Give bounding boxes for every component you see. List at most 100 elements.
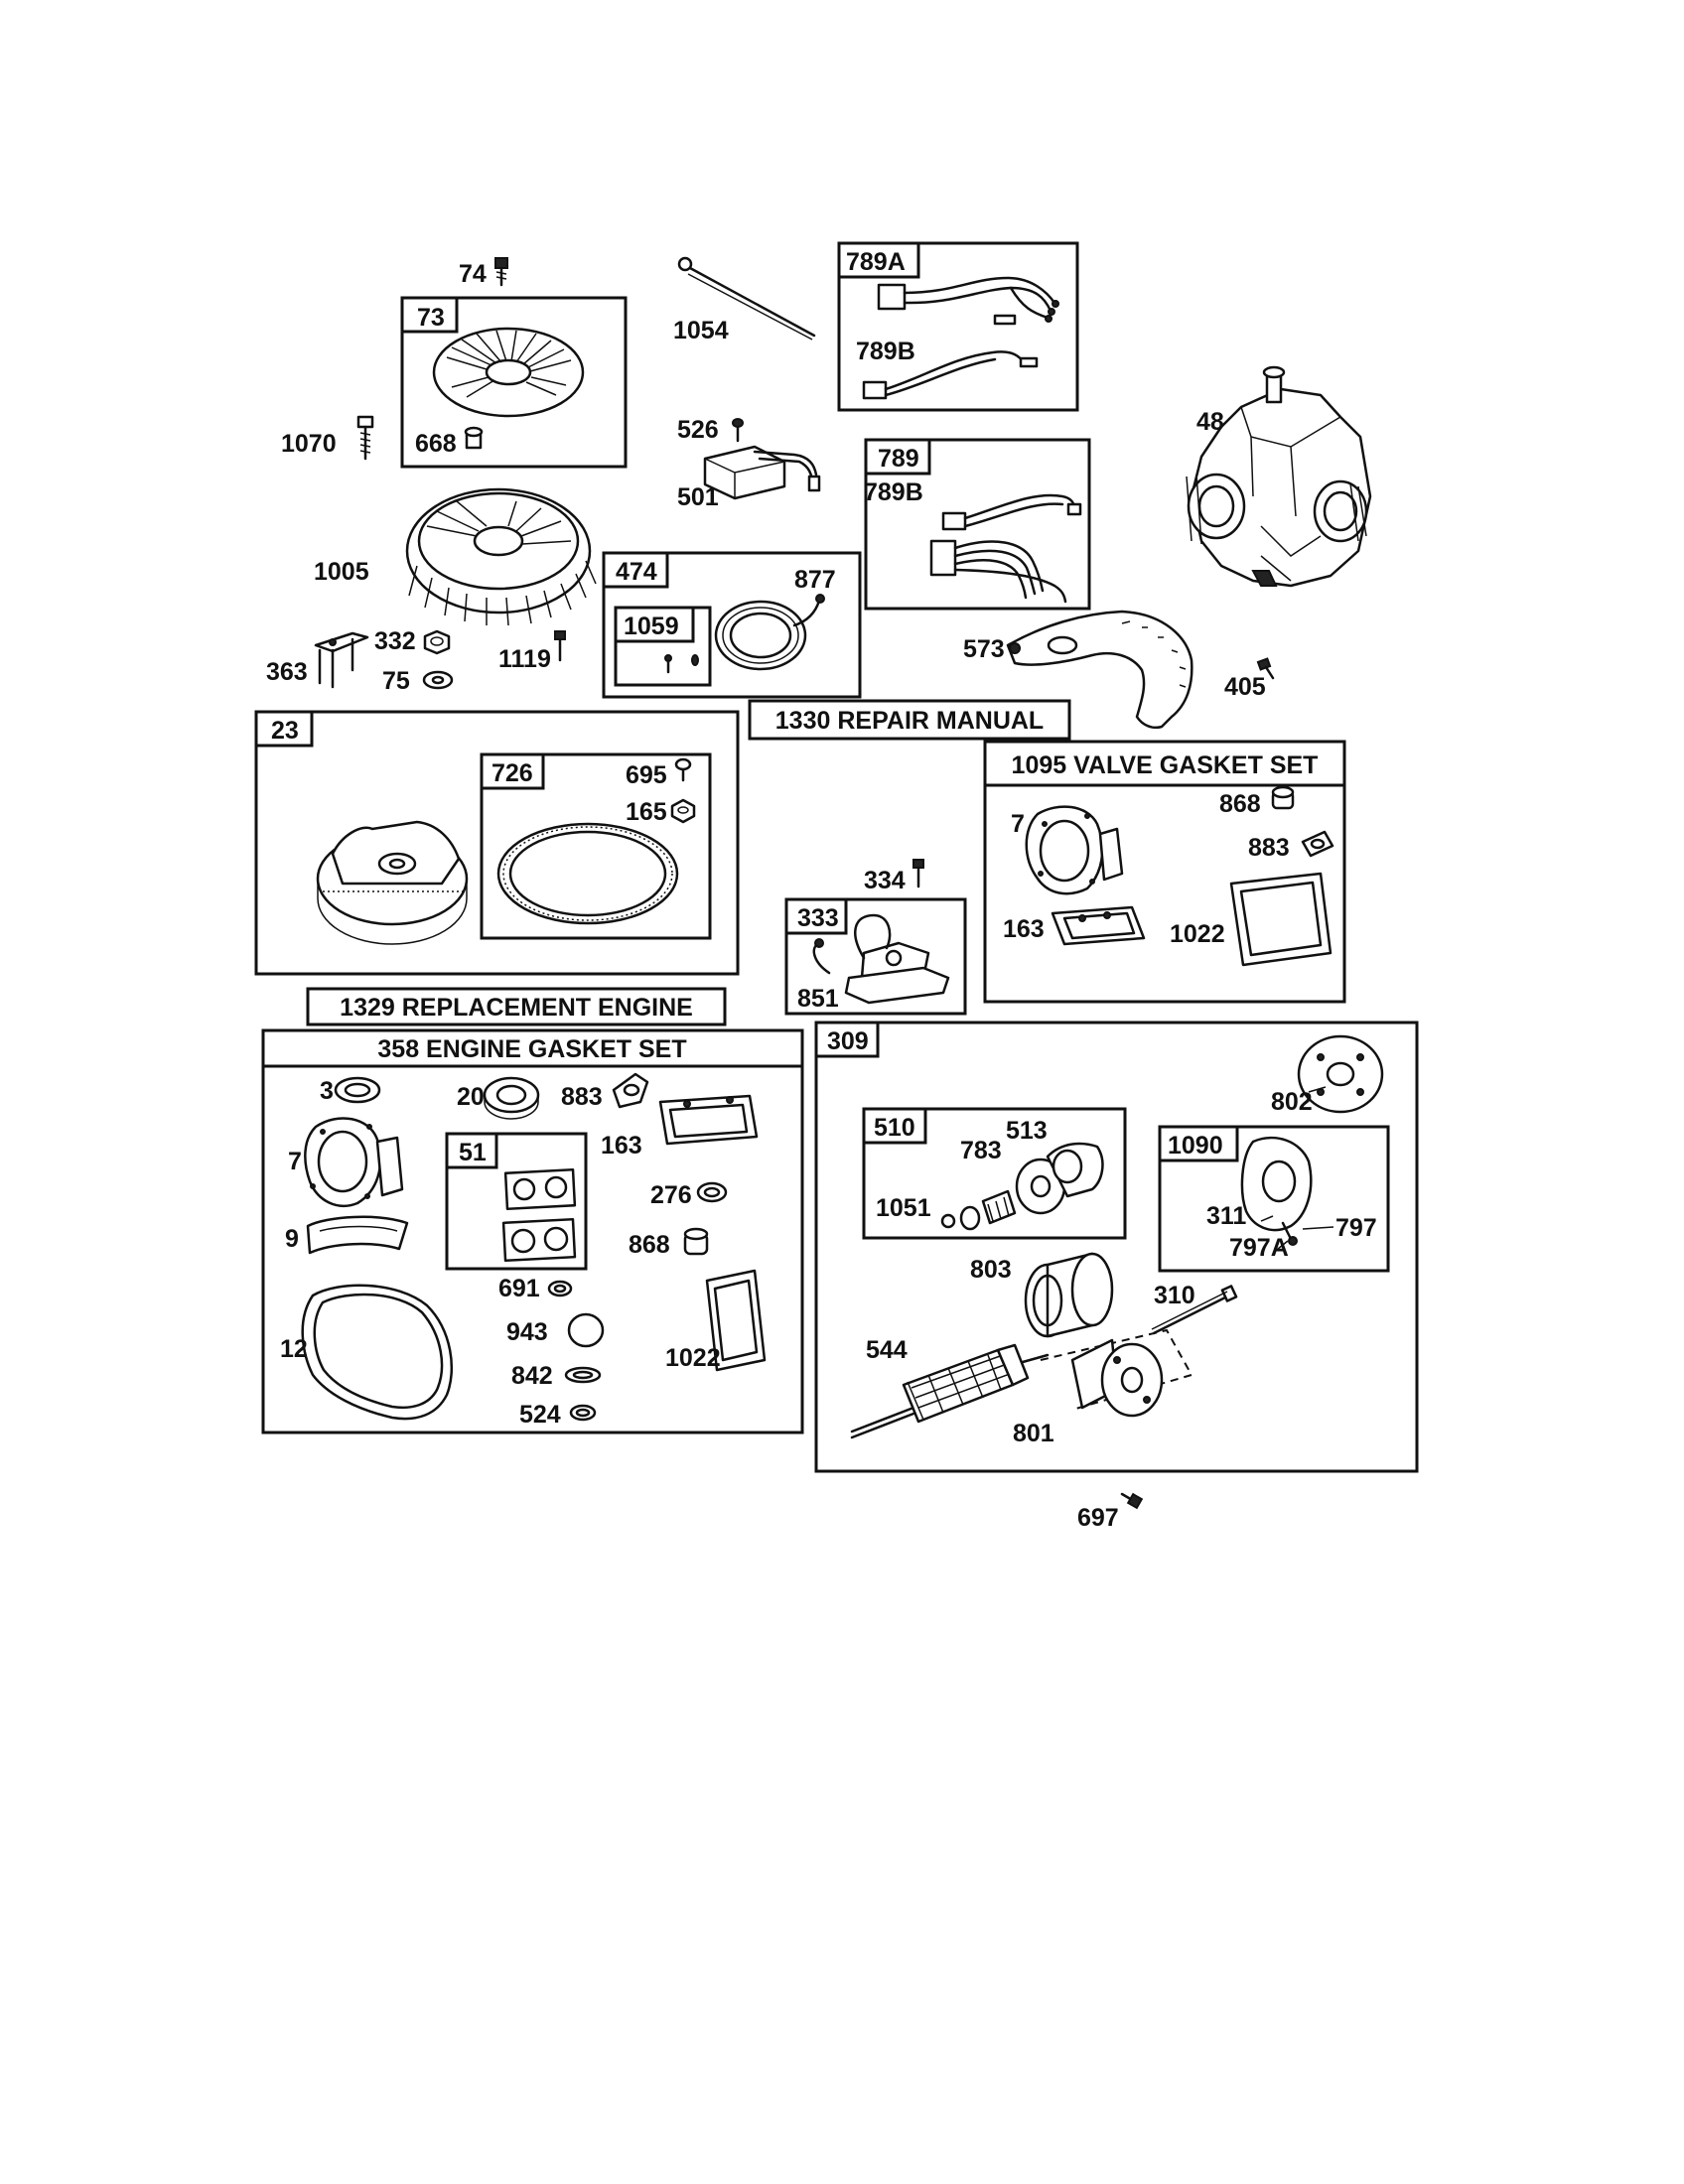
label-310: 310 — [1154, 1282, 1195, 1309]
svg-text:51: 51 — [459, 1139, 487, 1166]
svg-text:1329 REPLACEMENT ENGINE: 1329 REPLACEMENT ENGINE — [340, 994, 693, 1022]
label-7: 7 — [288, 1148, 302, 1175]
screw-695-drawing — [674, 757, 692, 782]
svg-text:1059: 1059 — [624, 613, 679, 640]
leader-lines — [1277, 1086, 1334, 1250]
gasket-1022-drawing — [705, 1269, 767, 1372]
svg-text:358 ENGINE GASKET SET: 358 ENGINE GASKET SET — [377, 1035, 686, 1063]
ring-524-drawing — [569, 1404, 597, 1422]
label-868-valve: 868 — [1219, 790, 1261, 818]
label-802: 802 — [1271, 1088, 1313, 1116]
label-783: 783 — [960, 1137, 1002, 1164]
box-309: 309 — [814, 1021, 1419, 1473]
housing-803-drawing — [1024, 1252, 1114, 1338]
screw-405-drawing — [1256, 657, 1275, 680]
box-73: 73 — [400, 296, 628, 469]
head-gasket-7-valve-drawing — [1025, 805, 1124, 895]
label-9: 9 — [285, 1225, 299, 1253]
svg-text:1095 VALVE GASKET SET: 1095 VALVE GASKET SET — [1012, 751, 1319, 779]
label-513: 513 — [1006, 1117, 1048, 1145]
gasket-163-drawing — [658, 1094, 759, 1146]
label-883: 883 — [561, 1083, 603, 1111]
gasket-883-valve-drawing — [1301, 830, 1334, 858]
engine-block-48-drawing — [1186, 365, 1372, 588]
intake-gaskets-51-drawing — [501, 1167, 577, 1263]
svg-text:1330 REPAIR MANUAL: 1330 REPAIR MANUAL — [775, 707, 1044, 735]
box-engine-gasket-set: 358 ENGINE GASKET SET — [261, 1028, 804, 1434]
svg-text:1090: 1090 — [1168, 1132, 1223, 1160]
label-943: 943 — [506, 1318, 548, 1346]
ring-842-drawing — [564, 1366, 602, 1384]
label-668: 668 — [415, 430, 457, 458]
label-165: 165 — [626, 798, 667, 826]
svg-text:23: 23 — [271, 717, 299, 745]
label-868: 868 — [629, 1231, 670, 1259]
label-1054: 1054 — [673, 317, 729, 344]
gasket-9-drawing — [306, 1215, 409, 1255]
label-74: 74 — [459, 260, 487, 288]
seal-20-drawing — [483, 1076, 540, 1120]
box-51: 51 — [445, 1132, 588, 1271]
screws-1059-drawing — [664, 654, 699, 674]
shroud-573-drawing — [1006, 610, 1193, 730]
label-526: 526 — [677, 416, 719, 444]
label-1022-valve: 1022 — [1170, 920, 1225, 948]
drive-510-drawing — [940, 1142, 1104, 1231]
box-474: 474 — [602, 551, 862, 699]
box-repair-manual: 1330 REPAIR MANUAL — [748, 699, 1071, 741]
tie-strap-1054-drawing — [677, 256, 816, 341]
seal-868-drawing — [683, 1227, 709, 1256]
box-1059: 1059 — [614, 606, 712, 687]
bolt-310-drawing — [1151, 1285, 1238, 1335]
label-276: 276 — [650, 1181, 692, 1209]
crankcase-gasket-12-drawing — [301, 1284, 453, 1421]
label-3: 3 — [320, 1077, 334, 1105]
label-801: 801 — [1013, 1420, 1054, 1447]
svg-text:789: 789 — [878, 445, 919, 473]
label-695: 695 — [626, 761, 667, 789]
label-1051: 1051 — [876, 1194, 931, 1222]
gasket-1022-valve-drawing — [1229, 872, 1333, 967]
label-7-valve: 7 — [1011, 810, 1025, 838]
label-1119: 1119 — [498, 645, 551, 673]
wire-harness-789-drawing — [929, 493, 1082, 604]
label-877: 877 — [794, 566, 836, 594]
nut-165-drawing — [670, 798, 696, 824]
head-gasket-7-drawing — [304, 1117, 404, 1208]
box-789A: 789A — [837, 241, 1079, 412]
bolt-1070-drawing — [356, 415, 374, 461]
label-803: 803 — [970, 1256, 1012, 1284]
svg-text:789A: 789A — [846, 248, 906, 276]
seal-3-drawing — [334, 1076, 381, 1104]
label-851: 851 — [797, 985, 839, 1013]
box-726: 726 — [480, 752, 712, 940]
oring-943-drawing — [567, 1312, 605, 1348]
label-20: 20 — [457, 1083, 485, 1111]
bracket-1090-drawing — [1240, 1136, 1313, 1246]
ring-gear-726-drawing — [496, 822, 679, 925]
label-332: 332 — [374, 627, 416, 655]
fan-1005-drawing — [405, 487, 597, 626]
wire-harness-789A-drawing — [862, 276, 1059, 400]
label-334: 334 — [864, 867, 906, 894]
box-replacement-engine: 1329 REPLACEMENT ENGINE — [306, 987, 727, 1026]
box-510: 510 — [862, 1107, 1127, 1240]
screw-334-drawing — [912, 859, 924, 888]
label-501: 501 — [677, 483, 719, 511]
svg-text:510: 510 — [874, 1114, 915, 1142]
gasket-883-drawing — [612, 1072, 649, 1109]
label-797: 797 — [1335, 1214, 1377, 1242]
label-697: 697 — [1077, 1504, 1119, 1532]
box-1090: 1090 — [1158, 1125, 1390, 1273]
box-valve-gasket-set: 1095 VALVE GASKET SET — [983, 740, 1346, 1004]
label-12: 12 — [280, 1335, 308, 1363]
alternator-474-drawing — [714, 594, 825, 671]
bracket-363-drawing — [314, 631, 369, 689]
label-163-valve: 163 — [1003, 915, 1045, 943]
label-789B-upper: 789B — [856, 338, 915, 365]
armature-333-drawing — [812, 913, 950, 1005]
label-75: 75 — [382, 667, 410, 695]
label-842: 842 — [511, 1362, 553, 1390]
